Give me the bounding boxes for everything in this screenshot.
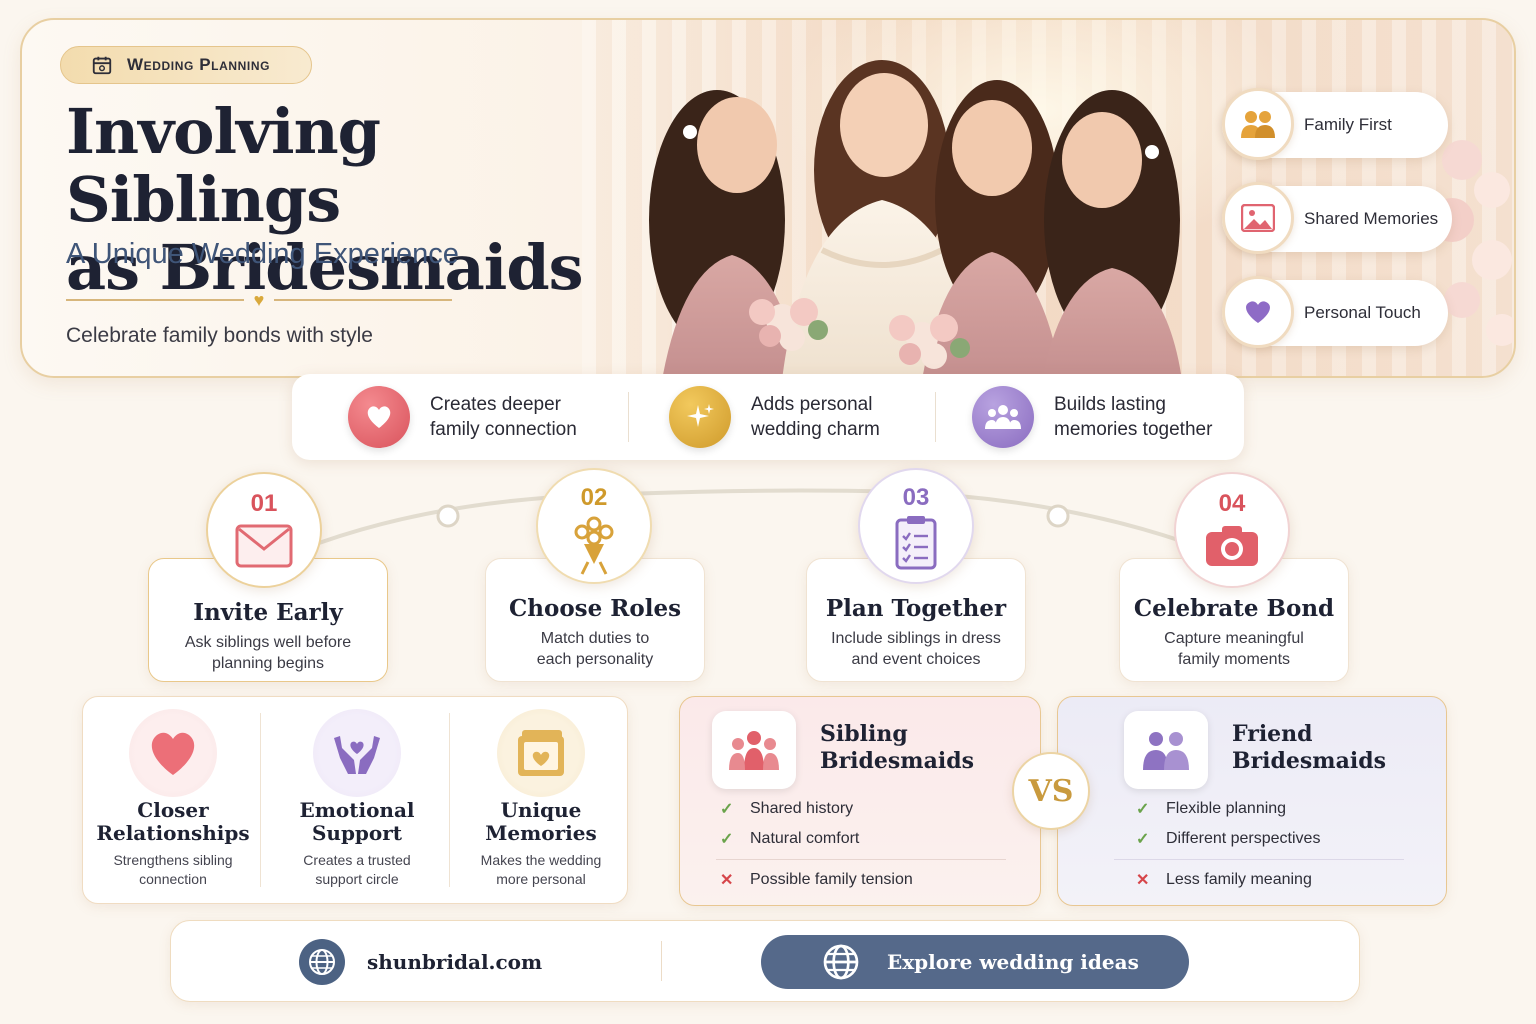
sisters-icon <box>712 711 796 789</box>
photo-album-icon <box>497 709 585 797</box>
cross-icon: ✕ <box>720 872 734 889</box>
heart-icon: ♥ <box>253 289 265 310</box>
cross-icon: ✕ <box>1136 872 1150 889</box>
step-badge-04: 04 <box>1174 472 1290 588</box>
camera-icon <box>1206 526 1258 566</box>
con-item: ✕Less family meaning <box>1136 871 1312 889</box>
website-label: shunbridal.com <box>367 950 543 974</box>
step-badge-01: 01 <box>206 472 322 588</box>
check-icon: ✓ <box>720 831 734 848</box>
globe-icon <box>823 944 859 980</box>
bridesmaids-illustration <box>649 60 1182 376</box>
envelope-icon <box>235 524 293 568</box>
pro-item: ✓Shared history <box>720 800 854 818</box>
heart-hands-icon <box>1222 276 1294 348</box>
sparkle-icon <box>669 386 731 448</box>
pill-label: Shared Memories <box>1304 209 1439 228</box>
title-line-1: Involving Siblings <box>66 95 381 236</box>
cta-label: Explore wedding ideas <box>887 950 1139 974</box>
badge-label: Wedding Planning <box>127 55 271 74</box>
globe-icon <box>299 939 345 985</box>
step-badge-03: 03 <box>858 468 974 584</box>
pro-item: ✓Different perspectives <box>1136 830 1321 848</box>
con-item: ✕Possible family tension <box>720 871 913 889</box>
clipboard-icon <box>895 516 937 570</box>
step-title: Choose Roles <box>508 595 682 622</box>
group-icon <box>972 386 1034 448</box>
pill-label: Family First <box>1304 115 1392 134</box>
footer-bar: shunbridal.com Explore wedding ideas <box>170 920 1360 1002</box>
check-icon: ✓ <box>1136 801 1150 818</box>
ornament-divider: ♥ <box>66 290 452 310</box>
calendar-icon <box>92 56 112 75</box>
page-subtitle: A Unique Wedding Experience <box>66 238 459 270</box>
pill-label: Personal Touch <box>1304 303 1421 322</box>
step-title: Plan Together <box>825 595 1007 622</box>
title-line-2: as Bridesmaids <box>66 231 584 304</box>
step-badge-02: 02 <box>536 468 652 584</box>
check-icon: ✓ <box>1136 831 1150 848</box>
step-connector-line <box>299 488 1221 557</box>
heart-icon <box>129 709 217 797</box>
photo-icon <box>1222 182 1294 254</box>
hands-heart-icon <box>313 709 401 797</box>
hero-banner: Wedding Planning Involving Siblings as B… <box>20 18 1516 378</box>
pro-item: ✓Flexible planning <box>1136 800 1287 818</box>
pill-shared-memories: Shared Memories <box>1222 182 1452 254</box>
pill-personal-touch: Personal Touch <box>1222 276 1448 348</box>
heart-icon <box>348 386 410 448</box>
check-icon: ✓ <box>720 801 734 818</box>
bouquet-icon <box>574 516 614 575</box>
page-title: Involving Siblings as Bridesmaids <box>66 98 626 302</box>
family-icon <box>1222 88 1294 160</box>
website-link[interactable]: shunbridal.com <box>299 921 542 1003</box>
friends-icon <box>1124 711 1208 789</box>
tagline: Celebrate family bonds with style <box>66 324 373 347</box>
pro-item: ✓Natural comfort <box>720 830 860 848</box>
versus-badge: VS <box>1012 752 1090 830</box>
step-title: Celebrate Bond <box>1133 595 1335 622</box>
category-badge: Wedding Planning <box>60 46 312 84</box>
explore-ideas-button[interactable]: Explore wedding ideas <box>761 935 1189 989</box>
step-title: Invite Early <box>193 599 343 626</box>
pill-family-first: Family First <box>1222 88 1448 160</box>
